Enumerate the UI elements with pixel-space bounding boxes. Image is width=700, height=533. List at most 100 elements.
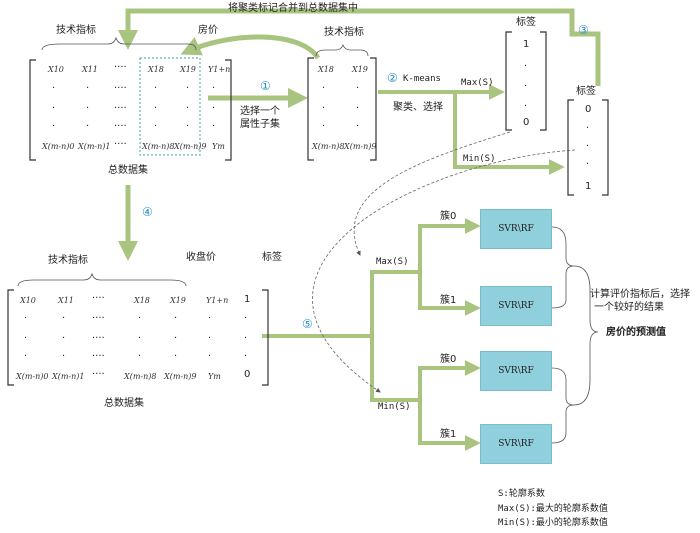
label2-bracket-right [602, 99, 609, 196]
m2-cell: X(m-n)9 [344, 142, 377, 151]
m3-dots: · [174, 333, 178, 344]
m3-dots: · [174, 351, 178, 362]
m3-dots: · [62, 333, 66, 344]
m1-cell: Y1+n [208, 65, 231, 74]
eval-note-line2: 一个较好的结果 [594, 302, 664, 313]
step2-marker: ② [387, 71, 398, 85]
m3-cell: X(m-n)8 [124, 372, 157, 381]
step4-marker: ④ [142, 205, 153, 219]
legend-item: Max(S):最大的轮廓系数值 [498, 504, 608, 514]
matrix2-bracket-right [370, 57, 377, 161]
result-brace-outer [573, 265, 599, 406]
label-title-3: 标签 [262, 252, 282, 263]
tech-indicator-label-3: 技术指标 [48, 255, 88, 266]
m1-cell: X(m-n)8 [142, 142, 175, 151]
m1-dots: · [154, 103, 158, 114]
m1-dots: · [186, 103, 190, 114]
merge-arrow [118, 8, 601, 86]
m1-cell: X18 [148, 65, 164, 74]
m1-cell: Ym [212, 142, 225, 151]
m1-dots: · [86, 103, 90, 114]
label1-value: 0 [523, 117, 530, 128]
m3-ellipsis: ···· [92, 293, 105, 304]
m2-cell: X(m-n)8 [312, 142, 345, 151]
m1-dots: · [212, 121, 216, 132]
house-price-arrow [180, 34, 321, 60]
m2-dots: · [356, 103, 360, 114]
label2-dots: · [586, 141, 590, 152]
house-price-label: 房价 [198, 25, 218, 36]
m3-cell: Y1+n [206, 296, 229, 305]
step3-marker: ③ [578, 23, 589, 37]
step5-marker: ⑤ [302, 317, 313, 331]
eval-note-line1: 计算评价指标后，选择 [590, 289, 690, 300]
m3-dots: · [138, 351, 142, 362]
m1-cell: X10 [48, 65, 64, 74]
m3-cell: X10 [20, 296, 36, 305]
m1-cell: X11 [82, 65, 98, 74]
m3-dots: ···· [92, 333, 105, 344]
svr-rf-box: SVR\RF [480, 286, 552, 326]
cluster-select-label: 聚类、选择 [393, 102, 443, 113]
svr-rf-label: SVR\RF [498, 224, 534, 234]
svr-rf-box: SVR\RF [480, 351, 552, 391]
m3-cell: X(m-n)9 [164, 372, 197, 381]
tree-max-lower [418, 270, 481, 316]
tech-indicator-label-2: 技术指标 [324, 27, 364, 38]
tech-indicator-label-1: 技术指标 [56, 25, 96, 36]
matrix1-bracket-left [29, 59, 36, 161]
arrow-min-branch [453, 92, 565, 175]
label-title-1: 标签 [516, 17, 536, 28]
total-dataset-label-1: 总数据集 [108, 165, 148, 176]
m3-dots: · [138, 333, 142, 344]
matrix2-bracket-left [307, 57, 314, 161]
m1-dots: · [52, 83, 56, 94]
matrix3-bracket-left [7, 289, 14, 386]
m3-label: 1 [244, 294, 251, 305]
select-subset-line2: 属性子集 [240, 119, 280, 130]
m1-dots: ···· [114, 83, 127, 94]
m2-cell: X19 [352, 65, 368, 74]
label2-bracket-left [567, 99, 574, 196]
m3-dots: · [62, 313, 66, 324]
merge-label: 将聚类标记合并到总数据集中 [228, 3, 358, 14]
m1-cell: X(m-n)9 [174, 142, 207, 151]
m1-dots: · [52, 121, 56, 132]
max-s-label: Max(S) [376, 257, 409, 267]
brace-3 [17, 272, 187, 287]
m3-dots: · [208, 351, 212, 362]
m3-dots: · [62, 351, 66, 362]
m1-dots: · [212, 83, 216, 94]
m3-cell: X(m-n)0 [16, 372, 49, 381]
svr-rf-label: SVR\RF [498, 439, 534, 449]
m1-dots: · [212, 103, 216, 114]
dashed-link-max [353, 131, 511, 256]
total-dataset-label-2: 总数据集 [104, 398, 144, 409]
label1-dots: · [524, 81, 528, 92]
m3-ellipsis: ···· [92, 369, 105, 380]
brace-2 [315, 43, 369, 57]
m1-dots: · [86, 121, 90, 132]
tree-max-upper [418, 218, 481, 274]
m3-dots: ···· [92, 313, 105, 324]
m3-dots: ···· [92, 351, 105, 362]
label1-dots: · [524, 61, 528, 72]
m1-cell: X19 [180, 65, 196, 74]
legend-item: S:轮廓系数 [498, 489, 545, 499]
svr-rf-box: SVR\RF [480, 209, 552, 249]
result-brace-lower [551, 367, 575, 444]
tree-min-lower [418, 398, 481, 451]
m2-dots: · [322, 121, 326, 132]
m3-cell: X11 [58, 296, 74, 305]
m1-cell: X(m-n)1 [78, 142, 111, 151]
cluster0-label: 簇0 [440, 354, 457, 365]
label1-bracket-left [505, 31, 512, 131]
label2-dots: · [586, 159, 590, 170]
result-brace-upper [551, 226, 575, 309]
m1-ellipsis: ···· [114, 139, 127, 150]
label2-value: 1 [585, 181, 592, 192]
kmeans-label: K-means [403, 74, 441, 84]
m2-dots: · [322, 83, 326, 94]
m1-dots: ···· [114, 121, 127, 132]
m2-dots: · [356, 83, 360, 94]
